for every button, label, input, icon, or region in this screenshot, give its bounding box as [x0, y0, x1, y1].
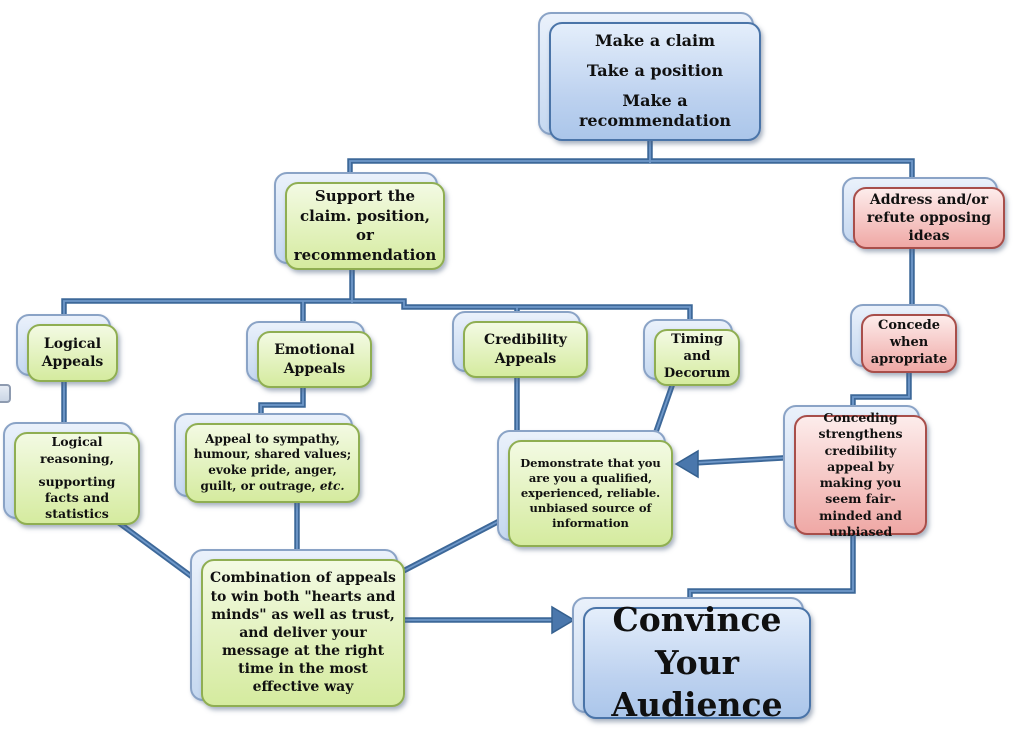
node-emotional-detail: Appeal to sympathy, humour, shared value… [174, 413, 360, 503]
node-text-etc-italic: etc. [319, 478, 345, 493]
node-logical-appeals: Logical Appeals [16, 314, 118, 382]
node-combination: Combination of appeals to win both "hear… [190, 549, 405, 707]
node-front-credibility-appeals: Credibility Appeals [463, 321, 588, 378]
arrowhead-into-convince [551, 605, 576, 635]
node-text: Logical reasoning, [39, 434, 115, 466]
node-front-make-claim: Make a claim Take a position Make a reco… [549, 22, 761, 141]
node-text: Logical Appeals [41, 335, 104, 370]
node-front-logical-detail: Logical reasoning, supporting facts and … [14, 432, 140, 525]
node-front-emotional-detail: Appeal to sympathy, humour, shared value… [185, 423, 360, 503]
node-text: Timing and Decorum [663, 332, 731, 381]
node-front-emotional-appeals: Emotional Appeals [257, 331, 372, 388]
node-front-concede: Concede when apropriate [861, 314, 957, 373]
node-front-support-claim: Support the claim. position, or recommen… [285, 182, 445, 270]
node-make-claim: Make a claim Take a position Make a reco… [538, 12, 761, 141]
node-text: Demonstrate that you are you a qualified… [520, 456, 661, 530]
node-text: Combination of appeals to win both "hear… [210, 570, 396, 696]
node-emotional-appeals: Emotional Appeals [246, 321, 372, 388]
node-text: supporting facts and statistics [38, 473, 116, 522]
node-front-address-refute: Address and/or refute opposing ideas [853, 187, 1005, 249]
node-text: Conceding strengthens credibility appeal… [818, 410, 903, 539]
node-text: Make a claim [594, 30, 716, 50]
node-support-claim: Support the claim. position, or recommen… [274, 172, 445, 270]
node-text: Your [654, 642, 740, 682]
node-concede: Concede when apropriate [850, 304, 957, 373]
node-timing-decorum: Timing and Decorum [643, 319, 740, 386]
node-text: Convince [612, 599, 782, 639]
node-convince-audience: Convince Your Audience [572, 597, 811, 724]
connector-strokes-outer [64, 140, 912, 620]
node-credibility-appeals: Credibility Appeals [452, 311, 588, 378]
node-text: Support the claim. position, or recommen… [293, 187, 437, 264]
node-conceding-detail: Conceding strengthens credibility appeal… [783, 405, 927, 539]
node-text: Make a recommendation [578, 90, 732, 131]
node-front-logical-appeals: Logical Appeals [27, 324, 118, 382]
node-front-credibility-detail: Demonstrate that you are you a qualified… [508, 440, 673, 547]
node-text: Concede when apropriate [870, 318, 948, 367]
arrowhead-into-credibility-detail [674, 449, 699, 479]
node-text: Emotional Appeals [274, 342, 355, 377]
cropped-box-artifact [0, 384, 11, 403]
node-front-convince-audience: Convince Your Audience [583, 600, 811, 724]
connector-strokes-inner [63, 139, 913, 621]
node-text: Address and/or refute opposing ideas [866, 191, 992, 245]
node-text: Audience [611, 685, 783, 725]
node-credibility-detail: Demonstrate that you are you a qualified… [497, 430, 673, 547]
node-front-timing-decorum: Timing and Decorum [654, 329, 740, 386]
node-front-combination: Combination of appeals to win both "hear… [201, 559, 405, 707]
node-front-conceding-detail: Conceding strengthens credibility appeal… [794, 410, 927, 539]
node-text: Credibility Appeals [484, 332, 567, 367]
node-text: Take a position [586, 60, 724, 80]
node-text-main: Appeal to sympathy, humour, shared value… [193, 431, 352, 493]
node-address-refute: Address and/or refute opposing ideas [842, 177, 1005, 249]
node-text: Appeal to sympathy, humour, shared value… [193, 432, 352, 494]
node-logical-detail: Logical reasoning, supporting facts and … [3, 422, 140, 525]
